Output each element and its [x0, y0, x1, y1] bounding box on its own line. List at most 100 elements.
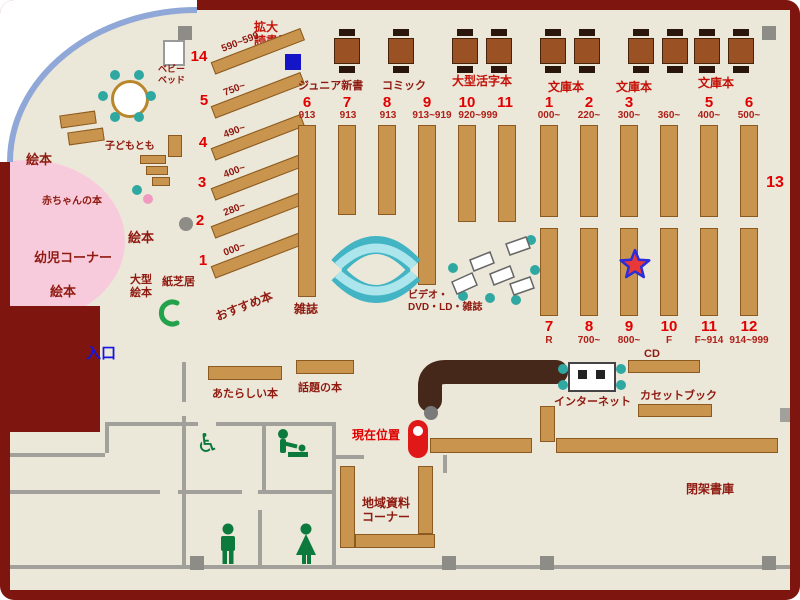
kamishibai-label: 紙芝居	[162, 276, 195, 288]
baby-bed	[163, 40, 185, 66]
stack-code: F~914	[694, 335, 724, 346]
female-toilet-icon	[296, 523, 316, 564]
stack-shelf	[498, 125, 516, 222]
stack-code: 000~	[537, 110, 561, 121]
kodomo-tomo-label: 子どもとも	[105, 141, 155, 152]
stack-code: 800~	[617, 335, 641, 346]
stack-code: 920~999	[458, 110, 498, 121]
stack-number: 11	[701, 318, 717, 335]
stack-shelf	[580, 228, 598, 316]
male-toilet-icon	[221, 523, 235, 564]
pillar	[442, 556, 456, 570]
closed-stacks-label: 閉架書庫	[686, 482, 735, 496]
stack-number: 8	[382, 94, 392, 111]
wall-shelf	[556, 438, 778, 453]
stack-code: 700~	[577, 335, 601, 346]
pillar	[762, 556, 776, 570]
stack-shelf	[378, 125, 396, 215]
ehon-label-top: 絵本	[26, 152, 53, 167]
stack-shelf	[700, 125, 718, 217]
chair	[633, 29, 649, 36]
chair-dot	[616, 364, 626, 374]
shelf-number: 3	[197, 174, 207, 191]
bunko-label-2: 文庫本	[616, 80, 653, 94]
wall	[182, 362, 186, 402]
large-print-label: 大型活字本	[452, 74, 513, 88]
toddler-corner-label: 幼児コーナー	[34, 250, 113, 265]
monitor	[578, 370, 587, 379]
shelf-number: 4	[198, 134, 208, 151]
stack-number: 7	[342, 94, 352, 111]
baby-bed-label: ベビー ベッド	[158, 64, 186, 85]
junior-shinsho-label: ジュニア新書	[298, 80, 364, 92]
stack-number: 6	[302, 94, 312, 111]
stack-number: 11	[497, 94, 513, 111]
reading-table	[486, 38, 512, 64]
step-shelf	[140, 155, 166, 164]
study-carrels	[448, 235, 540, 305]
round-table	[111, 80, 149, 118]
shelf-number: 14	[190, 48, 208, 65]
local-materials-shelf	[418, 466, 433, 534]
stack-shelf	[660, 125, 678, 217]
reading-table	[574, 38, 600, 64]
reading-table	[540, 38, 566, 64]
chair	[545, 66, 561, 73]
wall	[10, 565, 790, 569]
topic-books-label: 話題の本	[298, 382, 342, 394]
chair	[491, 66, 507, 73]
reading-table	[334, 38, 360, 64]
stack-shelf	[540, 228, 558, 316]
baby-changing-icon	[278, 429, 308, 457]
stack-code: 220~	[577, 110, 601, 121]
chair-dot	[146, 91, 156, 101]
av-corner-label: ビデオ・ DVD・LD・雑誌	[408, 290, 483, 313]
reading-table	[628, 38, 654, 64]
pillar-dot	[179, 217, 193, 231]
stack-number: 8	[584, 318, 594, 335]
shelf-number: 5	[199, 92, 209, 109]
stack-number: 7	[544, 318, 554, 335]
wall	[10, 453, 105, 457]
chair-dot	[110, 112, 120, 122]
chair	[393, 66, 409, 73]
cushion-dot	[143, 194, 153, 204]
local-materials-shelf	[340, 466, 355, 548]
star-marker	[619, 248, 651, 279]
stack-shelf	[740, 125, 758, 217]
stack-code: 300~	[617, 110, 641, 121]
stack-code: 913	[298, 110, 316, 121]
chair-dot	[558, 364, 568, 374]
wall-shelf	[540, 406, 555, 442]
magnifier-device	[285, 54, 301, 70]
service-counter	[418, 360, 568, 412]
chair-dot	[134, 112, 144, 122]
stack-code: 913~919	[412, 110, 452, 121]
pillar	[178, 26, 192, 40]
chair-dot	[134, 70, 144, 80]
new-books-label: あたらしい本	[212, 388, 278, 400]
cassette-books-label: カセットブック	[640, 390, 717, 402]
marker-dot	[413, 426, 423, 436]
baby-books-label: 赤ちゃんの本	[42, 196, 102, 207]
stack-code: R	[545, 335, 553, 346]
new-books-shelf	[208, 366, 282, 380]
wall	[332, 455, 364, 459]
pillar	[762, 26, 776, 40]
stack-shelf	[540, 125, 558, 217]
shelf-number: 1	[198, 252, 208, 269]
entrance-label: 入口	[86, 345, 117, 362]
chair	[579, 29, 595, 36]
stack-shelf	[700, 228, 718, 316]
curved-window-wall	[0, 0, 198, 163]
stack-shelf	[418, 125, 436, 285]
bunko-label-1: 文庫本	[548, 80, 585, 94]
current-location-marker	[408, 420, 428, 458]
chair	[667, 66, 683, 73]
chair	[393, 29, 409, 36]
chair-dot	[616, 380, 626, 390]
comic-label: コミック	[382, 80, 426, 92]
stack-number-13: 13	[766, 174, 784, 191]
wall	[443, 455, 447, 473]
